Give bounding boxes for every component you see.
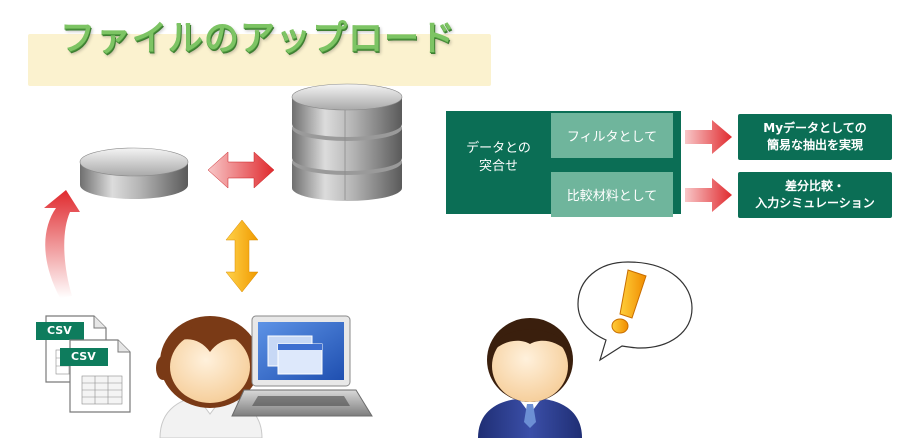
result-2-line2: 入力シミュレーション xyxy=(755,196,875,210)
matching-label-line1: データとの xyxy=(466,141,531,156)
result-arrow-icon-2 xyxy=(685,178,732,212)
csv-file-icon-2 xyxy=(60,339,131,413)
upload-arrow-icon xyxy=(44,190,80,298)
speech-bubble-icon xyxy=(577,261,693,362)
csv-label: CSV xyxy=(47,324,72,337)
title-band xyxy=(28,34,491,86)
result-1-line1: Myデータとしての xyxy=(763,121,867,135)
page-title: ファイルのアップロード xyxy=(60,19,457,59)
result-1-line2: 簡易な抽出を実現 xyxy=(766,138,863,152)
matching-label-line2: 突合せ xyxy=(478,159,518,174)
laptop-icon xyxy=(231,315,373,417)
matching-label: データとの 突合せ xyxy=(446,140,551,176)
woman-user-icon xyxy=(156,316,264,438)
exclamation-icon xyxy=(611,269,647,334)
filter-use-box: フィルタとして xyxy=(551,113,673,158)
result-arrow-icon-1 xyxy=(685,120,732,154)
server-database-icon xyxy=(291,83,403,201)
csv-label-2: CSV xyxy=(71,350,96,363)
result-box-simulation: 差分比較・ 入力シミュレーション xyxy=(738,172,892,218)
local-database-icon xyxy=(79,147,189,199)
comparison-use-box: 比較材料として xyxy=(551,172,673,217)
exchange-arrow-icon xyxy=(225,219,259,293)
sync-arrow-icon xyxy=(207,151,275,189)
result-box-extraction: Myデータとしての 簡易な抽出を実現 xyxy=(738,114,892,160)
result-2-line1: 差分比較・ xyxy=(784,179,845,193)
man-user-icon xyxy=(478,318,582,438)
